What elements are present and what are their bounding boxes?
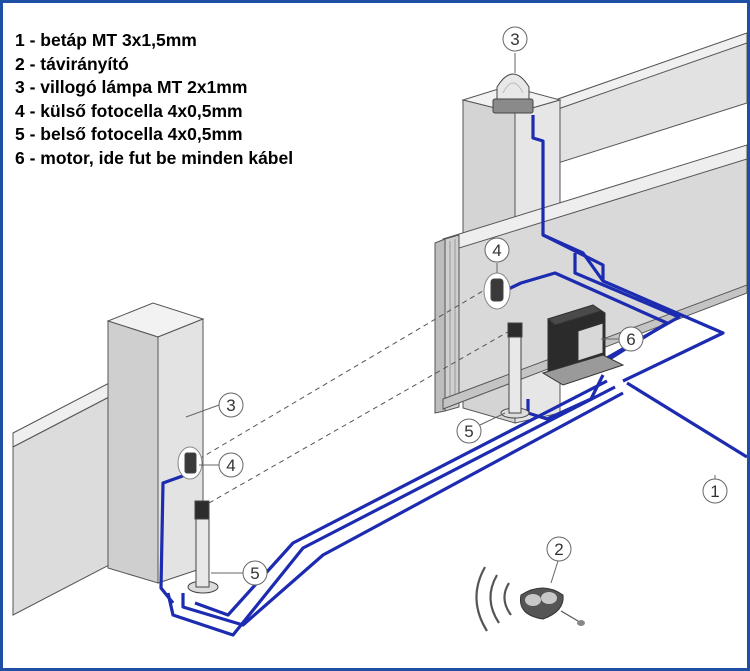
legend-item-power: 1 - betáp MT 3x1,5mm [15, 30, 197, 50]
photocell-inner-pillar [187, 500, 219, 594]
remote-control [475, 566, 585, 632]
photocell-beams [198, 284, 514, 504]
signal-waves-icon [475, 566, 512, 632]
callouts [185, 26, 728, 586]
photocell-outer-gate [483, 272, 511, 310]
gate-wiring-diagram: 3 4 6 5 3 4 5 1 2 [12, 26, 747, 637]
legend: 1 - betáp MT 3x1,5mm 2 - távirányító 3 -… [15, 29, 293, 171]
callout-motor: 6 [626, 330, 635, 349]
callout-lamp: 3 [510, 30, 519, 49]
callout-remote: 2 [554, 540, 563, 559]
front-wall [12, 380, 114, 616]
callout-photocell-outer-pillar: 4 [226, 456, 235, 475]
legend-item-remote: 2 - távirányító [15, 53, 129, 74]
callout-power: 1 [710, 482, 719, 501]
legend-item-inner-photocell: 5 - belső fotocella 4x0,5mm [15, 124, 243, 145]
legend-item-outer-photocell: 4 - külső fotocella 4x0,5mm [15, 100, 243, 121]
callout-photocell-outer-gate: 4 [492, 241, 501, 260]
legend-item-motor: 6 - motor, ide fut be minden kábel [15, 147, 294, 168]
callout-numbers: 3 4 6 5 3 4 5 1 2 [226, 30, 719, 583]
flashing-lamp [492, 73, 534, 114]
front-pillar [106, 302, 205, 584]
legend-item-lamp: 3 - villogó lámpa MT 2x1mm [15, 77, 248, 98]
back-wall [557, 32, 747, 164]
photocell-inner-gate [500, 322, 530, 419]
callout-photocell-inner-gate: 5 [464, 422, 473, 441]
callout-photocell-inner-pillar: 5 [250, 564, 259, 583]
photocell-outer-pillar [177, 446, 203, 480]
callout-pillar: 3 [226, 396, 235, 415]
gate-motor [541, 304, 625, 386]
